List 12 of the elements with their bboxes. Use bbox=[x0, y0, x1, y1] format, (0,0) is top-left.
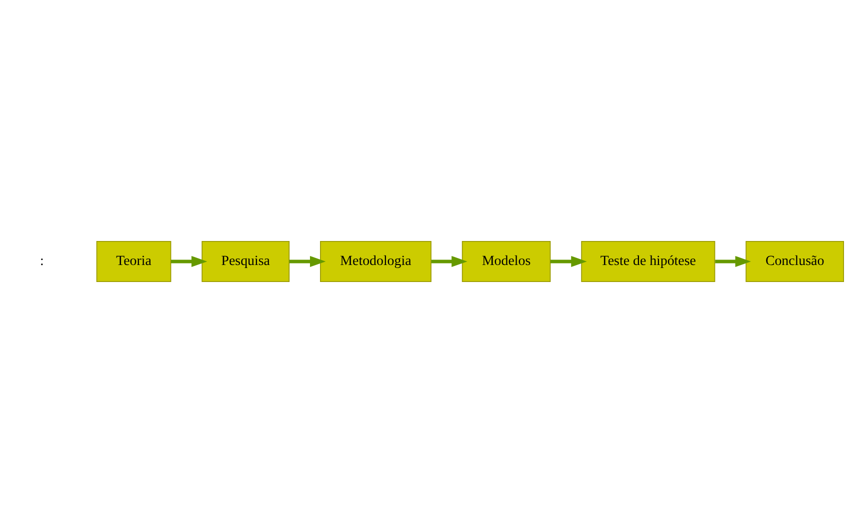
arrow bbox=[550, 256, 587, 266]
arrow bbox=[715, 256, 751, 266]
arrow bbox=[289, 256, 326, 266]
arrow bbox=[431, 256, 468, 266]
node-box: Teoria bbox=[96, 240, 172, 282]
arrow bbox=[171, 256, 208, 266]
node-box: Metodologia bbox=[320, 240, 432, 282]
label: : bbox=[40, 253, 44, 268]
node-box: Teste de hipótese bbox=[581, 240, 716, 282]
node-box: Conclusão bbox=[746, 240, 844, 282]
node-box: Pesquisa bbox=[202, 240, 290, 282]
node-box: Modelos bbox=[462, 240, 551, 282]
